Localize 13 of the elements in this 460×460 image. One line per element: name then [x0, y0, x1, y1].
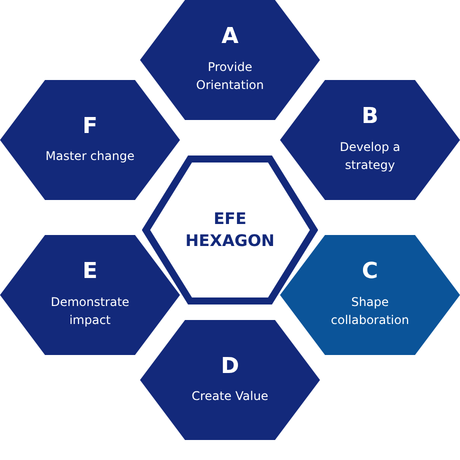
hexagon-letter: E	[82, 260, 98, 284]
hexagon-label: Shape collaboration	[330, 294, 410, 330]
hexagon-letter: C	[362, 260, 378, 284]
hexagon-label: Develop a strategy	[338, 138, 402, 174]
hexagon-letter: B	[362, 105, 378, 130]
hexagon-label: Create Value	[192, 388, 268, 405]
hexagon-letter: D	[220, 354, 240, 379]
hexagon-letter: A	[221, 25, 239, 50]
hexagon-label: Master change	[46, 148, 134, 165]
hexagon-label: Provide Orientation	[195, 58, 265, 94]
hexagon-label: Demonstrate impact	[50, 294, 130, 330]
hexagon-letter: F	[82, 114, 98, 139]
center-title: EFE HEXAGON	[185, 208, 275, 252]
